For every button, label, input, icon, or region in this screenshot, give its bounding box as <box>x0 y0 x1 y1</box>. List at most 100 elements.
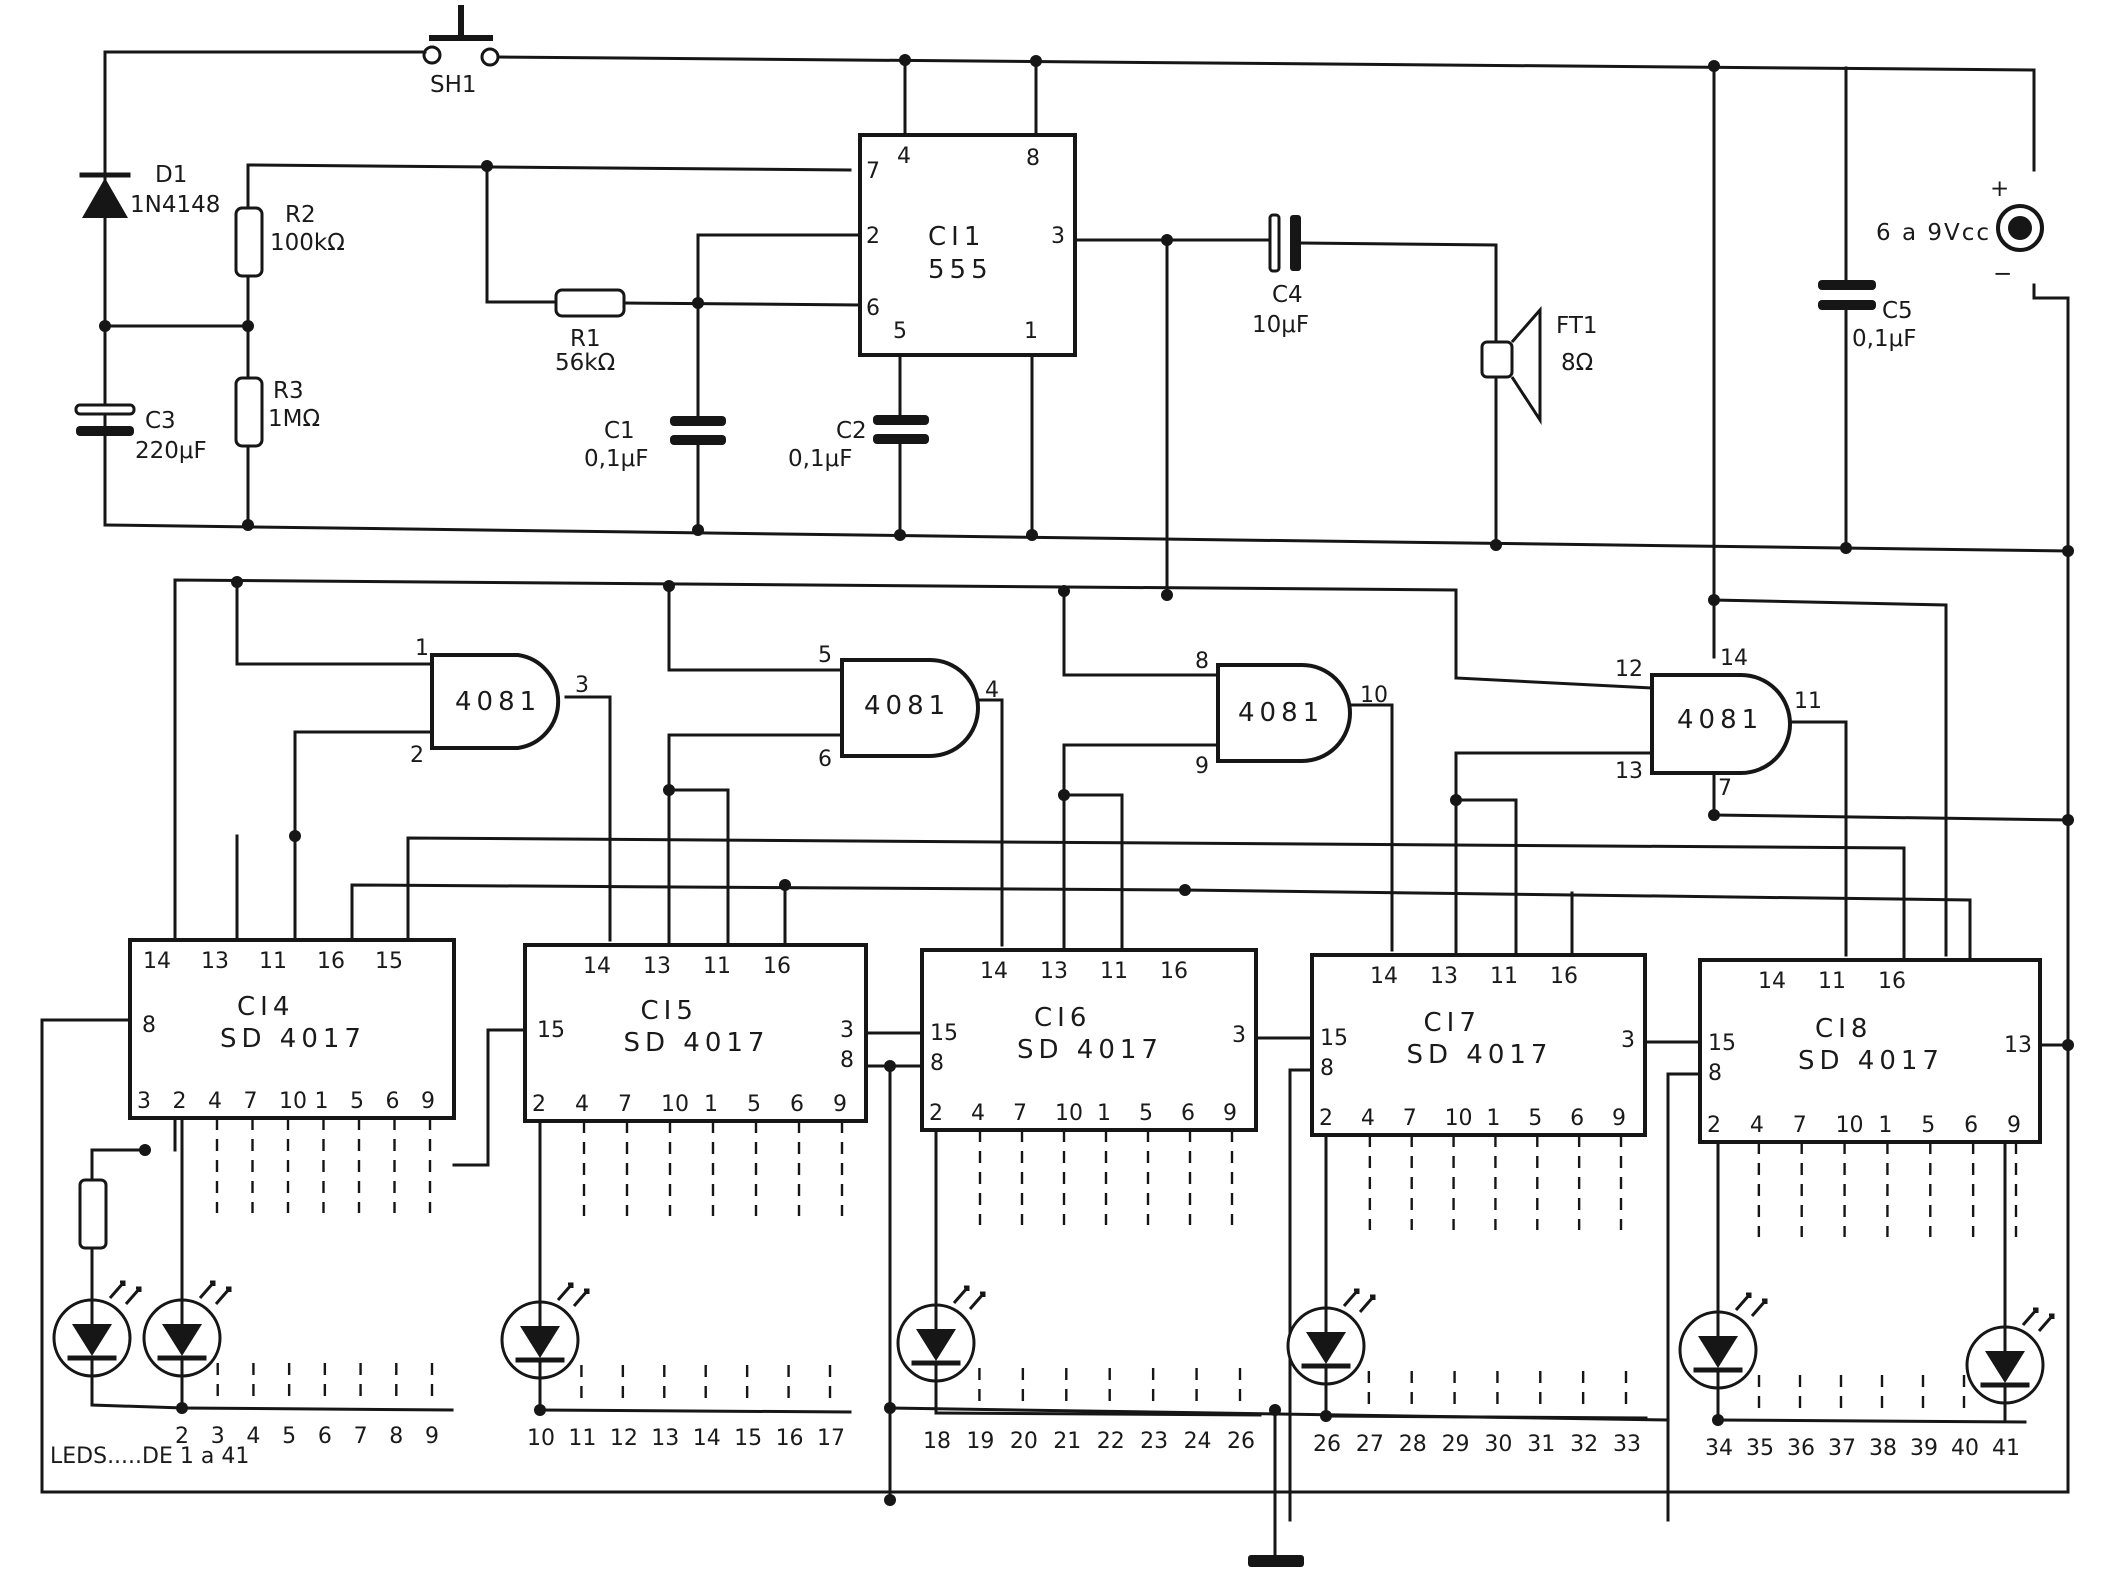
counter-bottom-pin: 10 <box>661 1092 689 1117</box>
led-number: 22 <box>1097 1429 1125 1454</box>
led-number: 34 <box>1705 1436 1733 1461</box>
counter-bottom-pin: 9 <box>833 1092 847 1117</box>
counter-body <box>523 943 868 1123</box>
gate-3-in-a: 8 <box>1195 649 1209 674</box>
led-number: 40 <box>1951 1436 1979 1461</box>
led-number: 37 <box>1828 1436 1856 1461</box>
ci1-pin-7: 7 <box>866 159 880 184</box>
led-number: 3 <box>211 1424 225 1449</box>
led-number: 19 <box>966 1429 994 1454</box>
gate-4-in-b: 13 <box>1615 759 1643 784</box>
counter-right-pin: 3 <box>840 1018 854 1043</box>
r1-value: 56kΩ <box>555 350 615 376</box>
counter-bottom-pin: 5 <box>747 1092 761 1117</box>
counter-bottom-pin: 5 <box>1921 1113 1935 1138</box>
c5-value: 0,1μF <box>1852 326 1916 352</box>
led-icon <box>1678 1292 1768 1390</box>
led-number: 4 <box>246 1424 260 1449</box>
led-number: 13 <box>651 1426 679 1451</box>
led-number: 6 <box>318 1424 332 1449</box>
led-number: 26 <box>1227 1429 1255 1454</box>
resistor-r3: R3 1MΩ <box>234 376 320 527</box>
counter-left-pin: 8 <box>1708 1061 1722 1086</box>
led-number: 21 <box>1053 1429 1081 1454</box>
sh1-label: SH1 <box>430 72 477 98</box>
capacitor-c1: C1 0,1μF <box>584 233 862 532</box>
counter-right-pin: 13 <box>2004 1033 2032 1058</box>
led-number: 2 <box>175 1424 189 1449</box>
led-resistor <box>78 1178 108 1250</box>
gate-4-out: 11 <box>1794 689 1822 714</box>
counter-bottom-pin: 6 <box>1570 1106 1584 1131</box>
ci1-pin-5: 5 <box>893 319 907 344</box>
counter-top-pin: 16 <box>1550 964 1578 989</box>
supply-label: 6 a 9Vcc <box>1876 220 1991 246</box>
counter-bottom-pin: 4 <box>1750 1113 1764 1138</box>
gate-1-label: 4081 <box>455 687 541 717</box>
led-number: 26 <box>1313 1432 1341 1457</box>
r2-ref: R2 <box>285 202 316 228</box>
counter-part: SD 4017 <box>624 1028 770 1058</box>
c2-ref: C2 <box>836 418 867 444</box>
c3-value: 220μF <box>135 438 207 464</box>
capacitor-c4: C4 10μF <box>1073 213 1498 344</box>
and-gates <box>430 653 1792 775</box>
led-number: 38 <box>1869 1436 1897 1461</box>
counter-bottom-pin: 2 <box>1707 1113 1721 1138</box>
c1-value: 0,1μF <box>584 446 648 472</box>
counter-ref: CI4 <box>237 992 294 1022</box>
leds-caption: LEDS.....DE 1 a 41 <box>50 1444 249 1469</box>
counter-ref: CI7 <box>1424 1008 1481 1038</box>
counter-bottom-pin: 1 <box>1097 1101 1111 1126</box>
counter-bottom-pin: 2 <box>929 1101 943 1126</box>
led-icon <box>500 1282 590 1380</box>
counter-bottom-pin: 2 <box>173 1089 187 1114</box>
counter-top-pin: 13 <box>643 954 671 979</box>
counter-top-pin: 11 <box>1100 959 1128 984</box>
counter-bottom-pin: 7 <box>244 1089 258 1114</box>
ft1-ref: FT1 <box>1556 313 1598 339</box>
counter-bottom-pin: 1 <box>1878 1113 1892 1138</box>
gate-3 <box>1216 663 1352 763</box>
counter-top-pin: 13 <box>1040 959 1068 984</box>
led-number: 20 <box>1010 1429 1038 1454</box>
counter-bottom-pin: 1 <box>704 1092 718 1117</box>
led-icon <box>896 1285 986 1383</box>
d1-value: 1N4148 <box>130 192 220 218</box>
led-number: 8 <box>389 1424 403 1449</box>
counter-bottom-pin: 6 <box>1964 1113 1978 1138</box>
led-number: 15 <box>734 1426 762 1451</box>
capacitor-c3: C3 220μF <box>74 216 207 527</box>
r3-value: 1MΩ <box>268 406 320 432</box>
counter-right-pin: 8 <box>840 1048 854 1073</box>
counter-bottom-pin: 9 <box>421 1089 435 1114</box>
counter-top-pin: 14 <box>980 959 1008 984</box>
counter-bottom-pin: 7 <box>1793 1113 1807 1138</box>
led-number: 35 <box>1746 1436 1774 1461</box>
counter-part: SD 4017 <box>1407 1040 1553 1070</box>
resistor-r2: R2 100kΩ <box>234 163 852 380</box>
led-number: 10 <box>527 1426 555 1451</box>
gate-3-label: 4081 <box>1238 698 1324 728</box>
led-icon <box>52 1280 142 1378</box>
d1-ref: D1 <box>155 162 187 188</box>
ci1-pin-2: 2 <box>866 224 880 249</box>
led-number: 14 <box>693 1426 721 1451</box>
counter-bottom-pin: 5 <box>1528 1106 1542 1131</box>
led-number: 9 <box>425 1424 439 1449</box>
led-number: 5 <box>282 1424 296 1449</box>
led-number: 27 <box>1356 1432 1384 1457</box>
counter-bottom-pin: 9 <box>1612 1106 1626 1131</box>
led-number: 39 <box>1910 1436 1938 1461</box>
counter-top-pin: 13 <box>201 949 229 974</box>
switch-sh1: SH1 <box>422 5 500 98</box>
gate-2-in-a: 5 <box>818 643 832 668</box>
c4-ref: C4 <box>1272 282 1303 308</box>
gate-1 <box>430 653 561 750</box>
resistor-r1: R1 56kΩ <box>485 164 862 376</box>
led-number: 32 <box>1570 1432 1598 1457</box>
